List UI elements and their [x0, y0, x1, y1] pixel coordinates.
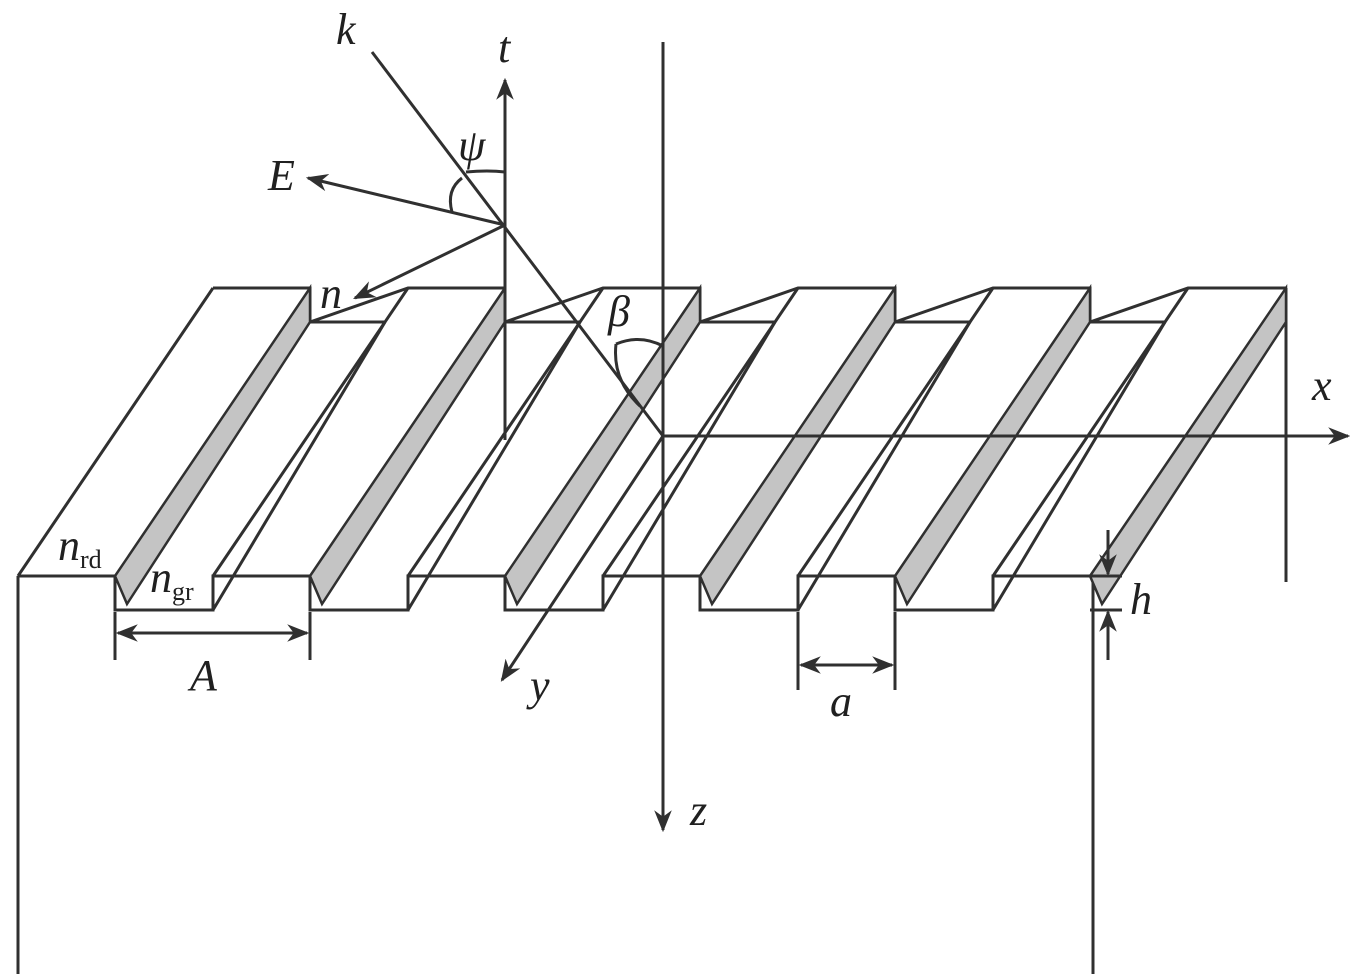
- groove-wall-5: [893, 283, 1092, 607]
- groove-edge-3: [601, 321, 777, 611]
- label-a: a: [830, 677, 852, 726]
- label-n-gr-base: n: [150, 553, 172, 602]
- k-vector: [370, 51, 665, 437]
- label-n: n: [320, 269, 342, 318]
- label-n-gr-sub: gr: [172, 577, 194, 606]
- label-psi: ψ: [458, 121, 486, 170]
- groove-edge-5: [991, 321, 1167, 611]
- y-axis: [500, 435, 665, 682]
- label-beta: β: [607, 287, 630, 336]
- groove-wall-4: [698, 283, 897, 607]
- groove-edge-1: [211, 321, 387, 611]
- E-vector: [305, 174, 506, 227]
- beta-arc-2: [614, 343, 642, 408]
- label-n-gr: ngr: [150, 553, 194, 606]
- label-z: z: [689, 786, 707, 835]
- label-h: h: [1130, 575, 1152, 624]
- label-n-rd: nrd: [58, 521, 102, 574]
- label-k: k: [336, 5, 357, 54]
- back-profile: [213, 286, 1286, 325]
- psi-arc: [465, 169, 506, 174]
- beta-arc: [615, 338, 664, 348]
- groove-edge-4: [796, 321, 972, 611]
- n-vector: [353, 223, 506, 300]
- label-n-rd-base: n: [58, 521, 80, 570]
- label-y: y: [526, 661, 550, 710]
- label-n-rd-sub: rd: [80, 545, 102, 574]
- label-A: A: [187, 651, 218, 700]
- ridge-edge-1a: [16, 287, 215, 577]
- psi-arc-2: [448, 176, 463, 213]
- label-t: t: [498, 23, 512, 72]
- groove-edge-2: [406, 321, 582, 611]
- grating-structure: [16, 283, 1288, 612]
- groove-wall-1: [113, 283, 312, 607]
- label-x: x: [1311, 361, 1332, 410]
- groove-wall-3: [503, 283, 702, 607]
- groove-wall-2: [308, 283, 507, 607]
- label-E: E: [267, 151, 295, 200]
- groove-wall-6: [1088, 283, 1288, 607]
